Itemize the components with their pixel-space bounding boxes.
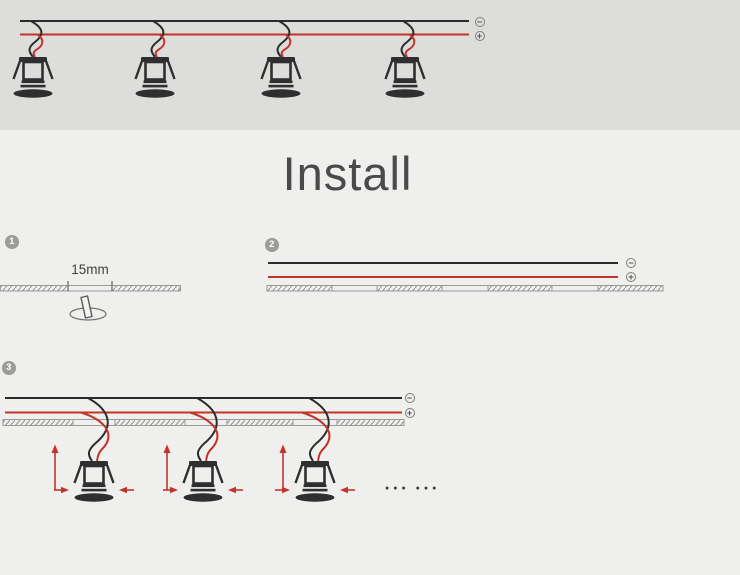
recessed-light [134, 55, 176, 99]
light-drop-wires [80, 397, 331, 462]
light-drop-wires [28, 20, 416, 58]
negative-terminal-icon: − [474, 16, 485, 27]
positive-terminal-icon: + [404, 407, 415, 418]
recessed-light [260, 55, 302, 99]
step2-badge: 2 [265, 238, 279, 252]
press-in-arrows [54, 486, 355, 494]
negative-terminal-icon: − [626, 258, 636, 268]
step1-drill-diagram [0, 281, 181, 321]
step2-wiring-diagram [266, 262, 664, 292]
hole-dimension-label: 15mm [71, 262, 109, 277]
step3-mounting-diagram [2, 397, 405, 504]
top-wiring-diagram [12, 20, 469, 99]
recessed-light [384, 55, 426, 99]
recessed-light [182, 459, 224, 504]
recessed-light [73, 459, 115, 504]
drill-bit-icon [80, 295, 93, 319]
step3-badge: 3 [2, 361, 16, 375]
recessed-light [12, 55, 54, 99]
recessed-light [294, 459, 336, 504]
push-up-arrows [51, 444, 287, 490]
page-title: Install [282, 147, 413, 200]
positive-terminal-icon: + [474, 30, 485, 41]
continuation-dots: ●●● ●●● [385, 485, 441, 492]
positive-terminal-icon: + [626, 272, 636, 282]
negative-terminal-icon: − [404, 393, 415, 403]
step1-badge: 1 [5, 235, 19, 249]
